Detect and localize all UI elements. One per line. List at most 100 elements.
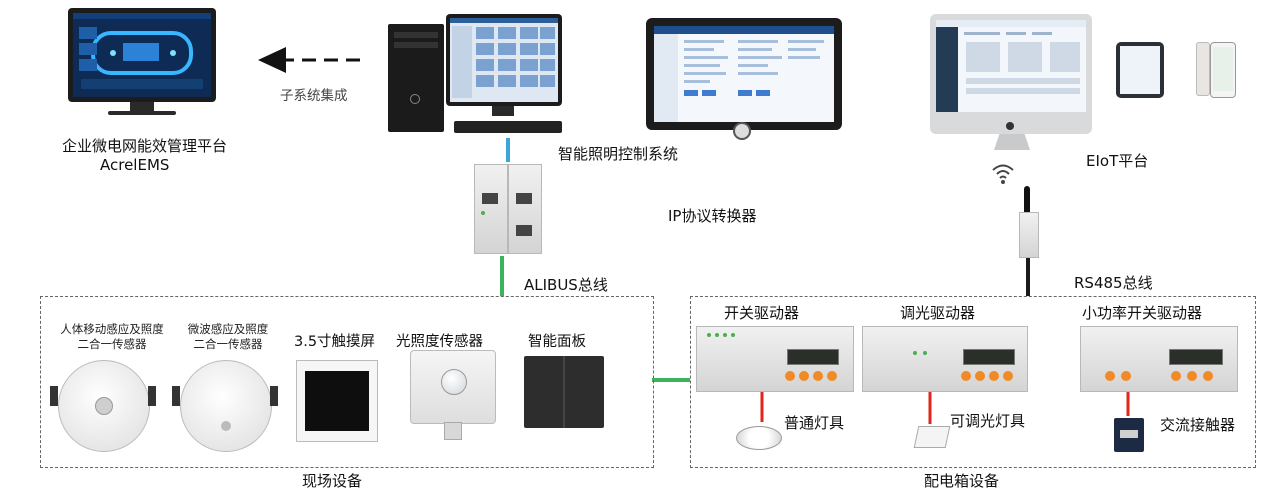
dimmable-lamp-label: 可调光灯具: [950, 412, 1026, 430]
pc-tower-bay: [394, 42, 438, 48]
orange-button: [961, 371, 971, 381]
ems-platform-label: 企业微电网能效管理平台: [62, 137, 228, 155]
monitor-camera-ring: [733, 122, 751, 140]
light-sensor-cable-gland: [444, 422, 462, 440]
light-sensor-dome: [441, 369, 467, 395]
field-devices-box: [40, 296, 654, 468]
ordinary-lamp-label: 普通灯具: [784, 414, 845, 432]
eiot-label: EIoT平台: [1086, 152, 1149, 170]
workstation-monitor-stand: [492, 106, 514, 116]
rj45-port: [482, 193, 498, 204]
microwave-sensor-label: 微波感应及照度 二合一传感器: [168, 322, 288, 352]
imac-monitor: [930, 14, 1092, 134]
workstation-screen: [450, 18, 558, 102]
low-power-driver-device: [1080, 326, 1238, 392]
orange-button: [1003, 371, 1013, 381]
lighting-control-ui-graphic: [654, 26, 834, 122]
workstation-screen-graphic: [450, 18, 558, 98]
rs485-label: RS485总线: [1074, 274, 1153, 292]
orange-button: [1171, 371, 1181, 381]
lighting-control-screen: [654, 26, 834, 122]
rj45-port: [516, 193, 532, 204]
orange-button: [1203, 371, 1213, 381]
smart-panel-divider: [563, 356, 565, 428]
smart-panel-label: 智能面板: [528, 334, 586, 350]
status-led: [481, 211, 485, 215]
field-devices-label: 现场设备: [302, 472, 363, 490]
lighting-control-label: 智能照明控制系统: [558, 145, 679, 163]
smart-panel-device: [524, 356, 604, 428]
pc-tower: [388, 24, 444, 132]
channel-led: [923, 351, 927, 355]
orange-button: [1121, 371, 1131, 381]
alibus-label: ALIBUS总线: [524, 276, 608, 294]
ip-converter-module-right: [508, 164, 542, 254]
ip-converter-module-left: [474, 164, 508, 254]
pir-clip-left: [50, 386, 58, 406]
switch-driver-label: 开关驱动器: [724, 304, 800, 322]
ems-monitor-base: [108, 111, 176, 115]
microwave-sensor: [180, 360, 272, 452]
orange-button: [785, 371, 795, 381]
pir-sensor-label-line2: 二合一传感器: [77, 337, 147, 351]
smartphone: [1196, 42, 1210, 96]
light-sensor-device: [410, 350, 496, 424]
ems-platform-label-en: AcrelEMS: [100, 156, 170, 174]
pc-power-icon: [410, 94, 420, 104]
orange-button: [827, 371, 837, 381]
eiot-ui-graphic: [936, 20, 1086, 112]
channel-led: [723, 333, 727, 337]
switch-driver-lcd: [787, 349, 839, 365]
ems-dashboard-graphic: [73, 13, 211, 89]
pir-clip-right: [148, 386, 156, 406]
orange-button: [989, 371, 999, 381]
dimmable-lamp-icon: [913, 426, 951, 448]
distribution-box-label: 配电箱设备: [924, 472, 1000, 490]
apple-logo-icon: [1006, 122, 1014, 130]
orange-button: [799, 371, 809, 381]
pir-sensor-label-line1: 人体移动感应及照度: [60, 322, 164, 336]
switch-driver-device: [696, 326, 854, 392]
channel-led: [731, 333, 735, 337]
orange-button: [1105, 371, 1115, 381]
smartphone-screen: [1213, 47, 1233, 91]
dimming-driver-lcd: [963, 349, 1015, 365]
pc-tower-bay: [394, 32, 438, 38]
orange-button: [1187, 371, 1197, 381]
channel-led: [707, 333, 711, 337]
orange-button: [975, 371, 985, 381]
ordinary-lamp-icon: [736, 426, 782, 450]
touchscreen-display: [305, 371, 369, 431]
touchscreen-label: 3.5寸触摸屏: [294, 334, 376, 350]
microwave-clip-left: [172, 386, 180, 406]
microwave-sensor-label-line1: 微波感应及照度: [187, 322, 269, 336]
microwave-clip-right: [270, 386, 278, 406]
wireless-gateway-module: [1019, 212, 1039, 258]
pir-sensor: [58, 360, 150, 452]
contactor-label: 交流接触器: [1160, 416, 1236, 434]
ems-screen: [73, 13, 211, 97]
ems-monitor-stand: [130, 102, 154, 112]
wifi-icon: [992, 164, 1014, 184]
light-sensor-label: 光照度传感器: [396, 334, 483, 350]
rj45-port: [516, 225, 532, 236]
channel-led: [715, 333, 719, 337]
dimming-driver-device: [862, 326, 1028, 392]
pir-lens: [95, 397, 113, 415]
microwave-indicator: [221, 421, 231, 431]
dimming-driver-label: 调光驱动器: [900, 304, 976, 322]
integration-label: 子系统集成: [280, 88, 348, 104]
eiot-screen: [936, 20, 1086, 112]
low-power-switch-driver-label: 小功率开关驱动器: [1082, 304, 1203, 322]
antenna: [1024, 186, 1030, 220]
contactor-icon: [1114, 418, 1144, 452]
keyboard: [454, 121, 562, 133]
low-power-driver-lcd: [1169, 349, 1223, 365]
ems-monitor: [68, 8, 216, 102]
ip-converter-label: IP协议转换器: [668, 207, 757, 225]
smartphone-front: [1210, 42, 1236, 98]
tablet-screen: [1120, 46, 1160, 94]
pir-sensor-label: 人体移动感应及照度 二合一传感器: [52, 322, 172, 352]
tablet: [1116, 42, 1164, 98]
